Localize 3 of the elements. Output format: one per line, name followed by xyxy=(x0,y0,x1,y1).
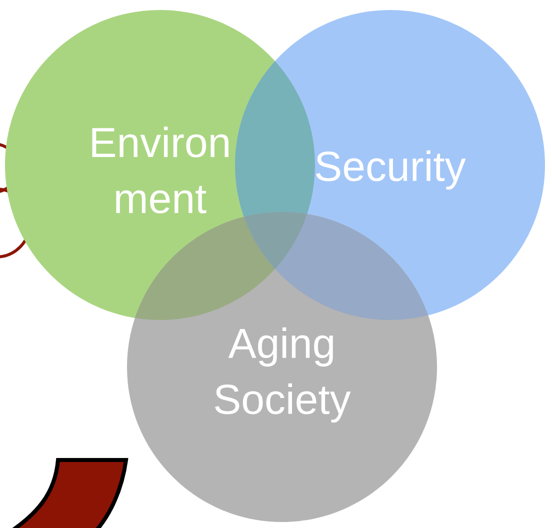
circle-label: Security xyxy=(316,150,466,190)
circle-label: Environ ment xyxy=(92,126,228,214)
circle-label: Aging Society xyxy=(215,327,351,423)
